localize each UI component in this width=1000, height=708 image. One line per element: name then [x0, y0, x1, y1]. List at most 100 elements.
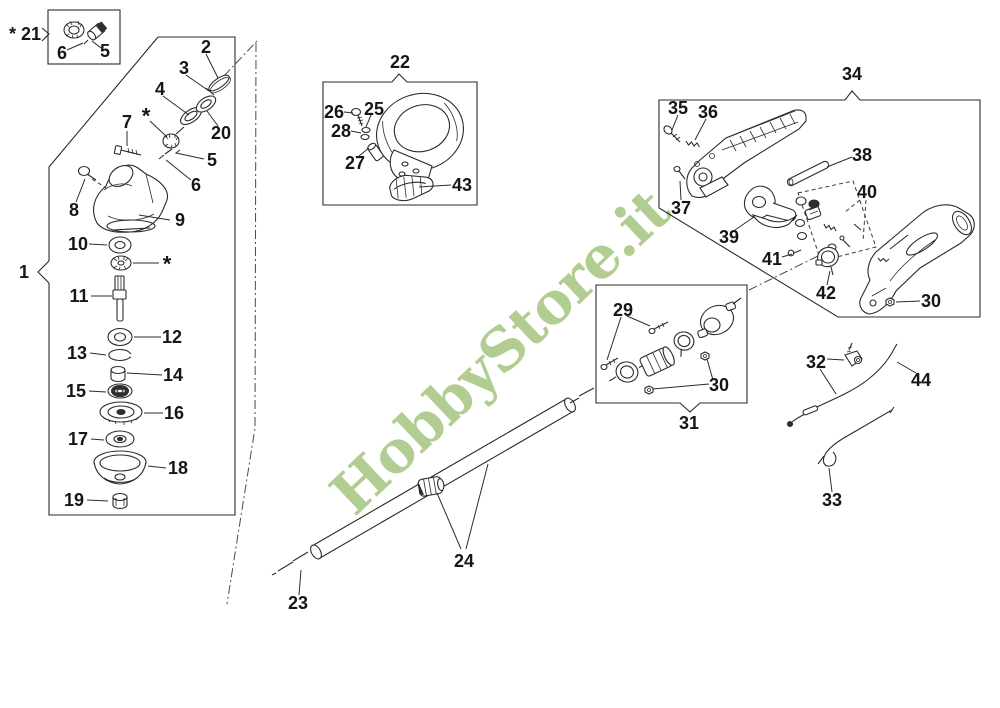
group-40-dashed-box [797, 180, 877, 262]
pin-small [83, 39, 89, 45]
callout-p16: 16 [163, 403, 185, 423]
rubber-sleeve [639, 346, 675, 377]
callout-group21: * 21 [8, 24, 42, 44]
callout-p5: 5 [206, 150, 218, 170]
callout-p43: 43 [451, 175, 473, 195]
part-7-bolt [113, 145, 142, 156]
part-33-rod [817, 406, 895, 467]
callout-p25: 25 [363, 99, 385, 119]
callout-p13: 13 [66, 343, 88, 363]
rear-handle-housing [859, 204, 975, 315]
callout-p18: 18 [167, 458, 189, 478]
callout-p3: 3 [178, 58, 190, 78]
callout-star-lower: * [162, 251, 172, 277]
callout-p41: 41 [761, 249, 783, 269]
callout-p44: 44 [910, 370, 932, 390]
axis-line-left [223, 40, 258, 605]
box-21-label-brace [41, 27, 50, 42]
callout-p8: 8 [68, 200, 80, 220]
part-star-gear [110, 255, 132, 271]
callout-p28: 28 [330, 121, 352, 141]
part-30-nut-c [885, 297, 895, 307]
part-3-pin [205, 87, 215, 96]
coupler-housing [697, 297, 742, 339]
callout-p30a: 30 [920, 291, 942, 311]
drive-shaft-assembly [271, 387, 595, 576]
part-25-washer [361, 126, 371, 134]
group-boxes [37, 9, 981, 605]
part-39-trigger [743, 185, 798, 228]
part-18-bell-cup [93, 450, 147, 485]
box-22-handle-group [322, 73, 478, 206]
part-star-pinion [162, 126, 185, 149]
axis-line-coupler [748, 255, 819, 291]
part-36-spring [685, 140, 700, 148]
part-8-insert-line [91, 178, 110, 191]
callout-p11: 11 [69, 286, 89, 306]
callout-p26: 26 [323, 102, 345, 122]
clutch-housing-half [686, 109, 807, 199]
box-1-label-notch [37, 260, 50, 284]
callout-p23: 23 [287, 593, 309, 613]
part-14-spacer [110, 365, 126, 383]
leader-lines [66, 40, 921, 596]
part-20-bearing-race [195, 95, 217, 113]
callout-group1: 1 [18, 262, 30, 282]
loop-handle-assembly [350, 92, 465, 202]
coupler-assembly [600, 297, 742, 395]
callout-b21-6: 6 [56, 43, 68, 63]
callout-star-upper: * [141, 103, 151, 129]
box-21 [47, 9, 121, 65]
callout-p29: 29 [612, 300, 634, 320]
callout-group22: 22 [389, 52, 411, 72]
part-12-bearing [107, 327, 133, 347]
part-42-clamp [815, 246, 839, 276]
part-26-screw [350, 107, 364, 127]
part-9-gear-housing [93, 164, 169, 233]
kit-21-parts [63, 20, 108, 45]
part-13-snap-ring [108, 348, 132, 362]
group-40-switch-parts [794, 196, 862, 251]
callout-p14: 14 [162, 365, 184, 385]
callout-p35: 35 [667, 98, 689, 118]
callout-p10: 10 [67, 234, 89, 254]
part-10-bearing [108, 236, 132, 254]
callout-p42: 42 [815, 283, 837, 303]
callout-p38: 38 [851, 145, 873, 165]
box-1-gearhead-group [48, 36, 236, 516]
callout-p20: 20 [210, 123, 232, 143]
callout-group34: 34 [841, 64, 863, 84]
part-11-spline-shaft [112, 275, 127, 322]
callout-p12: 12 [161, 327, 183, 347]
part-29-bolt-b [648, 321, 669, 335]
callout-p39: 39 [718, 227, 740, 247]
box-34-engine-group [658, 90, 981, 318]
callout-p15: 15 [65, 381, 87, 401]
callout-p17: 17 [67, 429, 89, 449]
part-32-bracket [844, 342, 863, 367]
callout-p32: 32 [805, 352, 827, 372]
part-5-pin [164, 148, 173, 155]
part-28-washer [360, 133, 370, 141]
part-2-clip-ring [208, 74, 231, 94]
part-29-bolt-a [600, 357, 619, 371]
part-19-nut [112, 492, 128, 510]
pinion-shaft-small [87, 21, 108, 41]
callout-p2: 2 [200, 37, 212, 57]
part-6-pin [158, 154, 165, 160]
callout-p4: 4 [154, 79, 166, 99]
callout-b21-5: 5 [99, 41, 111, 61]
throttle-linkage-parts [786, 342, 898, 467]
clamp-half-rear [673, 331, 695, 357]
callout-p9: 9 [174, 210, 186, 230]
engine-handle-assembly [663, 109, 975, 315]
part-30-nut-a [644, 385, 654, 395]
part-37-screw [673, 165, 686, 180]
gearhead-assembly [77, 74, 231, 510]
callout-p27: 27 [344, 153, 366, 173]
callout-p7: 7 [121, 112, 133, 132]
callout-p37: 37 [670, 198, 692, 218]
